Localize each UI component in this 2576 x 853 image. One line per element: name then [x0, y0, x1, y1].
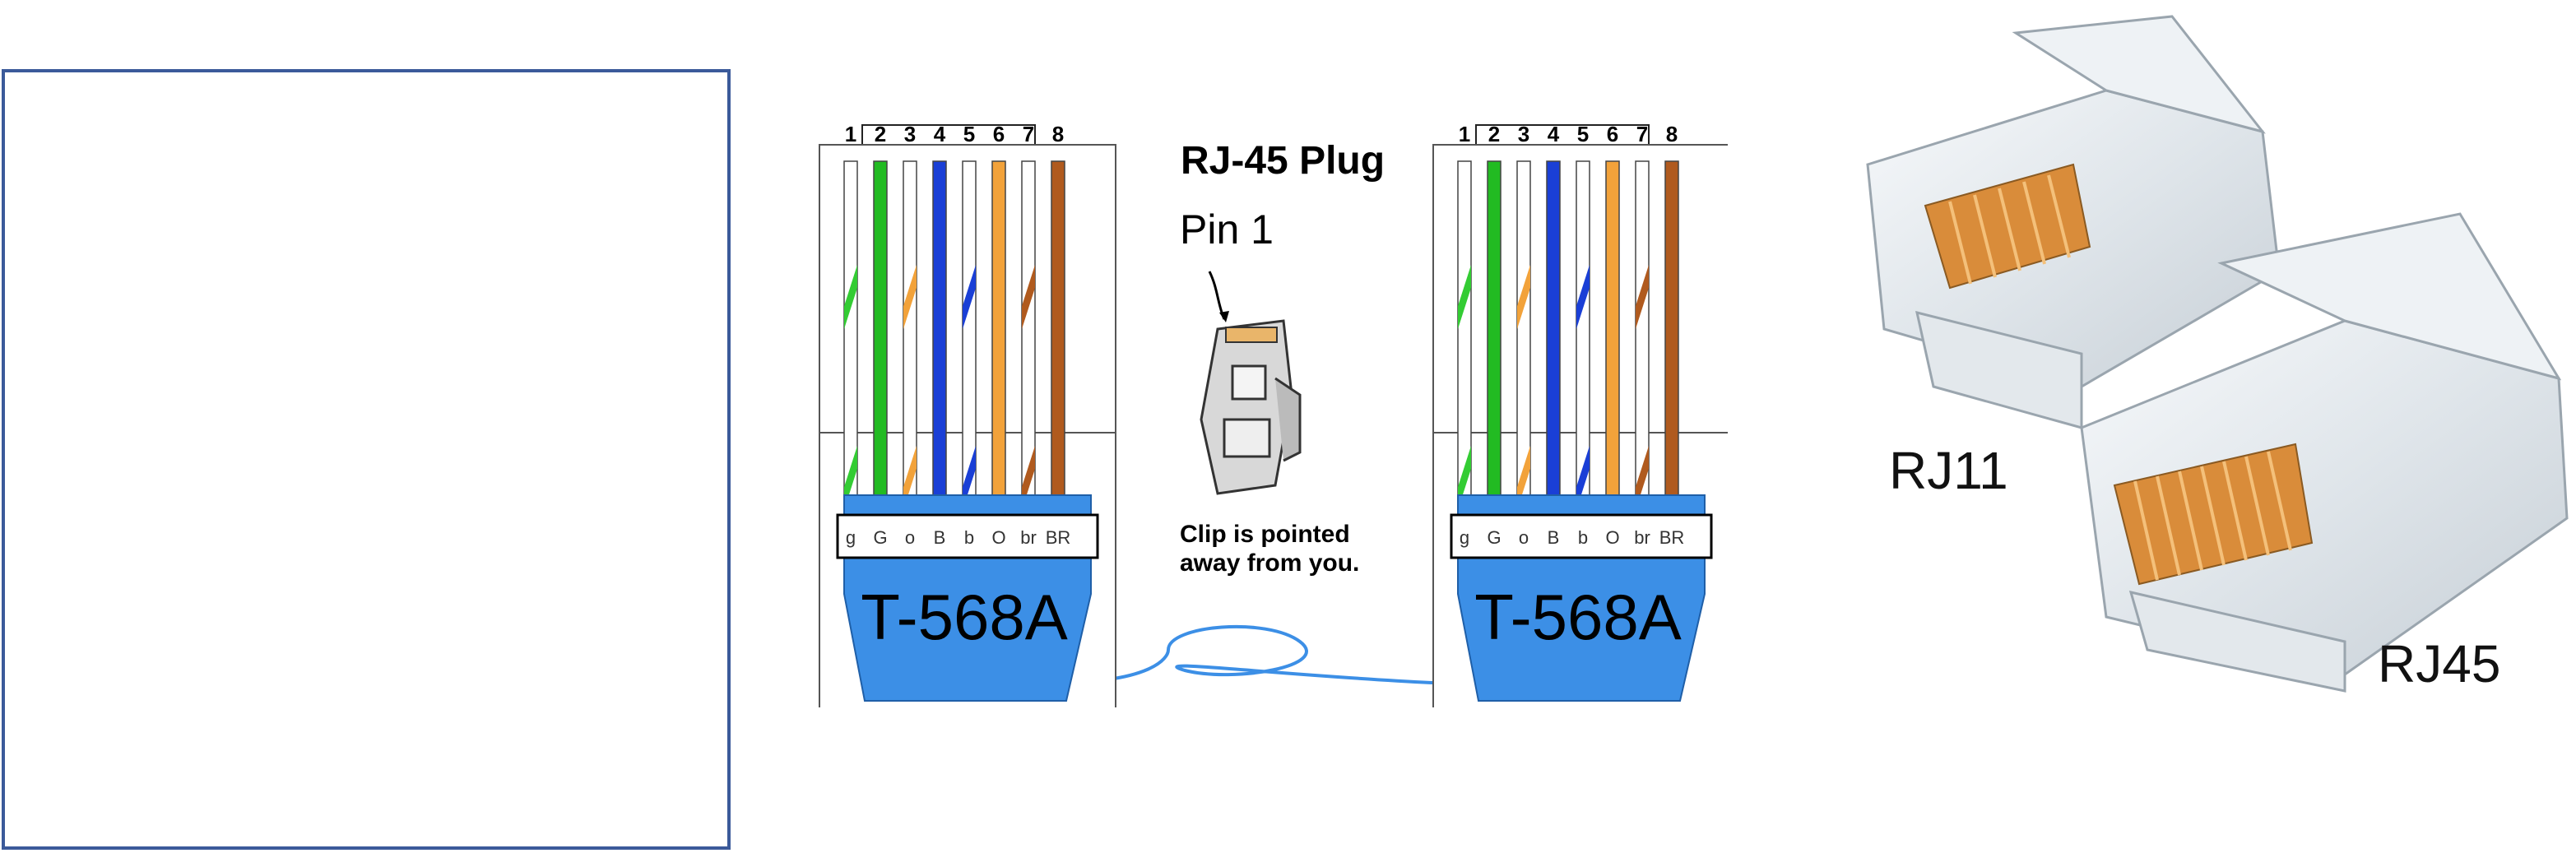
wire — [873, 160, 888, 508]
wire-code: g — [846, 527, 856, 548]
pin-number: 5 — [963, 122, 975, 146]
wire — [1051, 160, 1065, 508]
pin-number: 7 — [1636, 122, 1648, 146]
wire-code: B — [1548, 527, 1560, 548]
wire-code: O — [991, 527, 1005, 548]
wire-code: g — [1460, 527, 1469, 548]
wires — [1457, 160, 1679, 510]
pin-1-label: Pin 1 — [1180, 206, 1274, 253]
wire-code: br — [1020, 527, 1037, 548]
wire-stripe — [1636, 265, 1649, 329]
wire-stripe — [1636, 446, 1649, 510]
pin-number: 5 — [1577, 122, 1589, 146]
standard-label: T-568A — [1474, 581, 1681, 653]
pin-number: 8 — [1666, 122, 1678, 146]
wire-stripe — [903, 265, 917, 329]
wire-code: O — [1605, 527, 1619, 548]
pin-number: 7 — [1023, 122, 1034, 146]
wire-stripe — [1022, 446, 1035, 510]
wire-stripe — [1517, 265, 1530, 329]
plug-contacts — [1225, 327, 1278, 343]
pin-number: 4 — [1548, 122, 1560, 146]
wire-code-strip — [836, 513, 1099, 559]
pin-number: 2 — [875, 122, 886, 146]
rj45-label: RJ45 — [2378, 634, 2501, 693]
rj11-plug — [1866, 15, 2281, 429]
wire-stripe — [844, 446, 857, 510]
wire-stripe — [963, 265, 976, 329]
empty-panel — [2, 69, 731, 850]
rj45-contacts — [2113, 443, 2314, 586]
wire-stripe — [1022, 265, 1035, 329]
pin-number: 6 — [1607, 122, 1618, 146]
pin-number: 6 — [993, 122, 1005, 146]
pin-number: 2 — [1488, 122, 1500, 146]
wire-stripe — [844, 265, 857, 329]
plug-title: RJ-45 Plug — [1181, 139, 1385, 183]
cable-loop — [1052, 624, 1473, 684]
wire-code: b — [1578, 527, 1588, 548]
wire-code: o — [905, 527, 915, 548]
pin-number: 4 — [934, 122, 946, 146]
wire-code: G — [1487, 527, 1501, 548]
rj45-plug — [2080, 212, 2569, 693]
pin-number: 8 — [1052, 122, 1064, 146]
wire-code: BR — [1659, 527, 1685, 548]
wire-stripe — [1458, 265, 1471, 329]
plug-illustration — [1200, 271, 1302, 495]
rj-plugs-photo — [1866, 15, 2569, 693]
wire-stripe — [1576, 446, 1590, 510]
wire — [991, 160, 1006, 508]
wire — [1487, 160, 1502, 508]
clip-note: Clip is pointed away from you. — [1180, 521, 1360, 577]
wire-code: G — [873, 527, 887, 548]
wire-code: b — [964, 527, 974, 548]
wire — [1605, 160, 1620, 508]
pin-number: 1 — [845, 122, 856, 146]
rj11-contacts — [1924, 163, 2091, 290]
plug-tab — [861, 124, 1036, 146]
wire-code: B — [934, 527, 946, 548]
wire-code: br — [1634, 527, 1650, 548]
pin1-arrow — [1208, 271, 1226, 320]
wire — [1664, 160, 1679, 508]
pin-number: 3 — [904, 122, 916, 146]
wire-stripe — [903, 446, 917, 510]
wire-code: BR — [1046, 527, 1071, 548]
wire-code-strip — [1450, 513, 1713, 559]
pin-number: 3 — [1518, 122, 1529, 146]
rj11-label: RJ11 — [1889, 441, 2008, 500]
wires — [843, 160, 1065, 510]
wire-stripe — [1576, 265, 1590, 329]
wire — [932, 160, 947, 508]
wire-stripe — [963, 446, 976, 510]
wire — [1546, 160, 1561, 508]
wire-code: o — [1519, 527, 1529, 548]
wire-stripe — [1458, 446, 1471, 510]
plug-clip — [1274, 377, 1302, 462]
standard-label: T-568A — [861, 581, 1067, 653]
pin-number: 1 — [1459, 122, 1470, 146]
plug-tab — [1475, 124, 1650, 146]
wire-stripe — [1517, 446, 1530, 510]
